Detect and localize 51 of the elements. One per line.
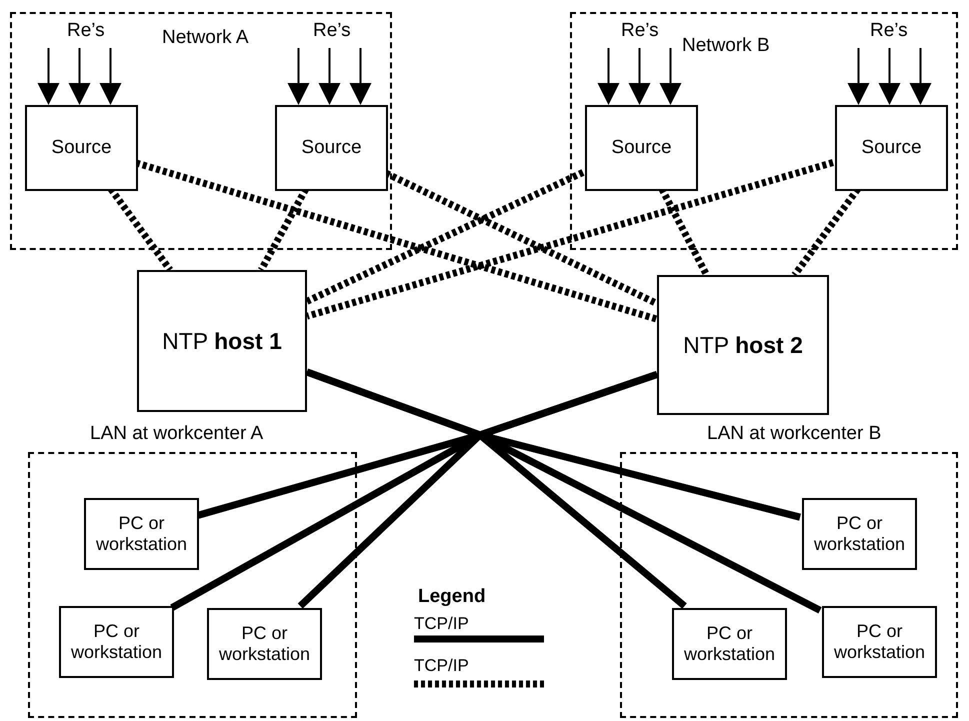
- node-label: PC or workstation: [94, 513, 188, 555]
- source-box: [835, 105, 948, 191]
- legend-label: TCP/IP: [414, 613, 469, 635]
- dashed-link: [306, 159, 834, 320]
- node-label: Source: [51, 136, 112, 160]
- arrow: [38, 48, 60, 105]
- arrow: [100, 48, 122, 105]
- workstation-box: [207, 608, 322, 680]
- arrow: [628, 48, 650, 105]
- arrow: [598, 48, 620, 105]
- arrow: [350, 48, 372, 105]
- receiver-label: Re’s: [621, 19, 659, 43]
- node-label: PC or workstation: [70, 621, 164, 663]
- host-box: [137, 270, 307, 412]
- network-group-frame: [570, 12, 958, 250]
- arrow: [318, 48, 340, 105]
- node-label: PC or workstation: [812, 513, 906, 555]
- legend-title: Legend: [418, 585, 486, 609]
- workstation-box: [59, 606, 174, 678]
- source-box: [25, 105, 138, 191]
- node-label: Source: [611, 136, 672, 160]
- network-group-frame: [10, 12, 392, 250]
- arrow: [910, 48, 932, 105]
- workstation-box: [672, 608, 787, 680]
- receiver-label: Re’s: [870, 19, 908, 43]
- legend-label: TCP/IP: [414, 655, 469, 677]
- arrow: [848, 48, 870, 105]
- receiver-label: Re’s: [313, 19, 351, 43]
- group-heading: LAN at workcenter A: [90, 422, 264, 446]
- node-label: Source: [301, 136, 362, 160]
- source-box: [585, 105, 698, 191]
- node-label: PC or workstation: [218, 623, 312, 665]
- group-heading: Network A: [162, 26, 249, 50]
- workstation-box: [822, 606, 937, 678]
- node-label: Source: [861, 136, 922, 160]
- node-label: PC or workstation: [832, 621, 926, 663]
- arrow: [878, 48, 900, 105]
- workstation-box: [84, 498, 199, 570]
- node-label: NTP host 1: [162, 326, 282, 356]
- workstation-box: [802, 498, 917, 570]
- node-label: NTP host 2: [683, 330, 803, 360]
- host-box: [657, 275, 829, 415]
- source-box: [275, 105, 388, 191]
- dashed-link: [306, 169, 584, 304]
- group-heading: LAN at workcenter B: [707, 422, 882, 446]
- arrow: [288, 48, 310, 105]
- arrow: [660, 48, 682, 105]
- group-heading: Network B: [682, 34, 770, 58]
- arrow: [68, 48, 90, 105]
- receiver-label: Re’s: [67, 19, 105, 43]
- node-label: PC or workstation: [682, 623, 776, 665]
